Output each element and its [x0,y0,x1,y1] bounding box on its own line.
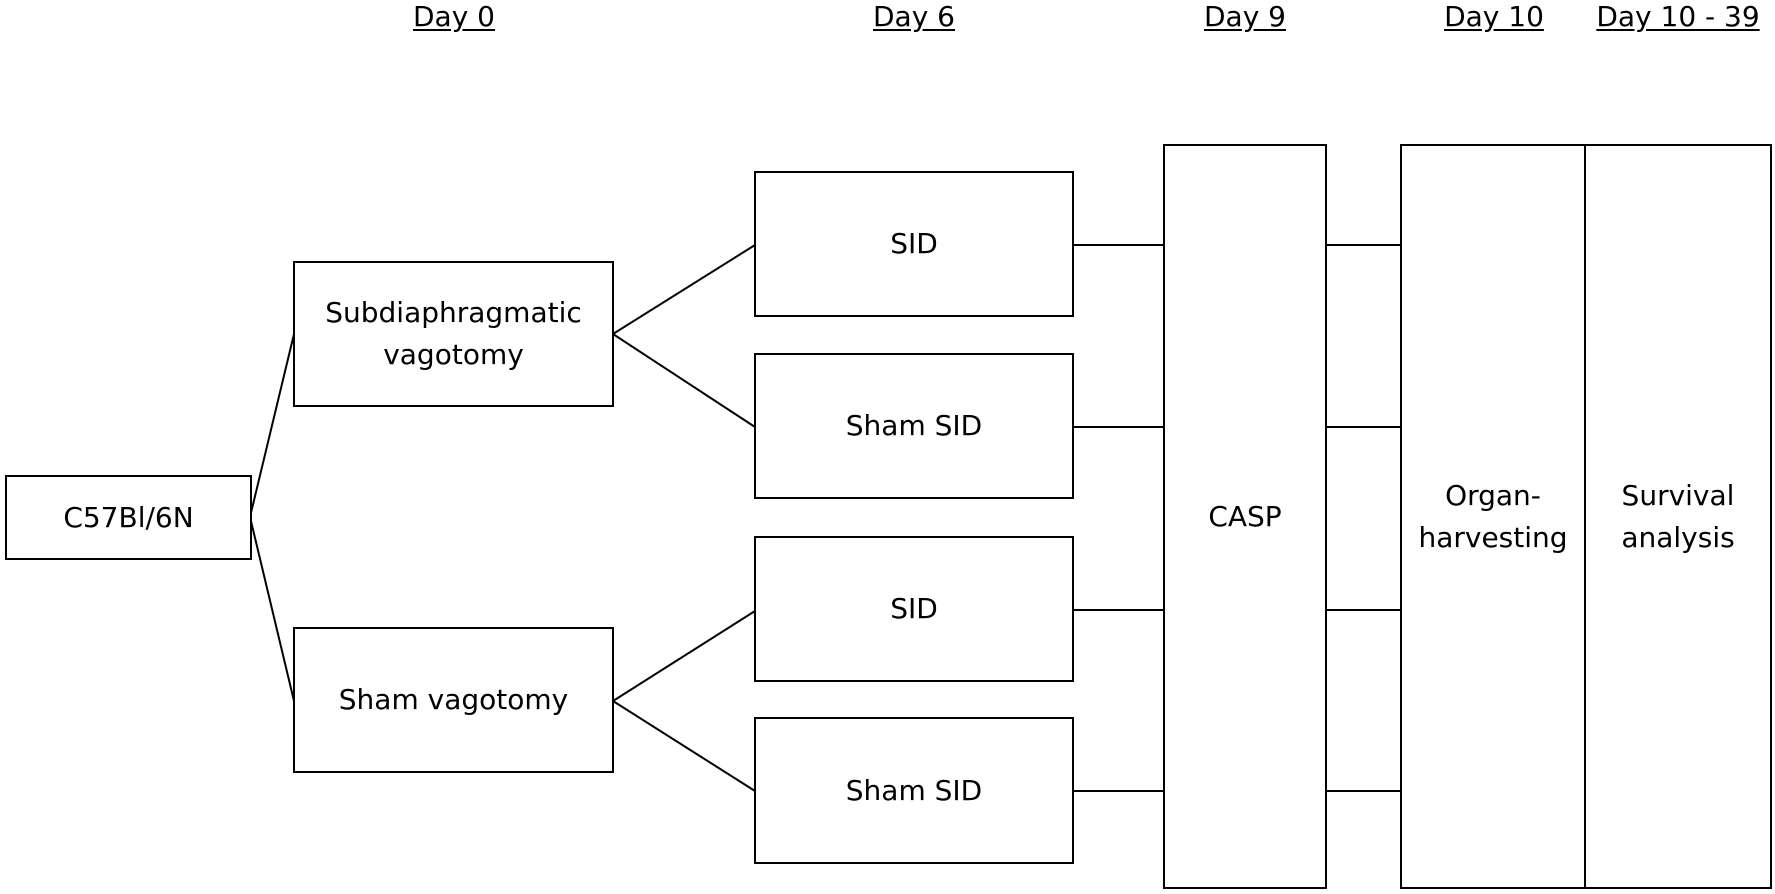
casp-box: CASP [1163,144,1327,889]
survival-analysis-box: Survival analysis [1584,144,1772,889]
sham-sid-box-1: Sham SID [754,353,1074,499]
connector-strain-to-sham-vagotomy [249,516,295,702]
connector-subdiaphragmatic-to-sham-sid-1 [612,333,756,428]
connector-sham-vagotomy-to-sid-2 [612,610,756,702]
connector-subdiaphragmatic-to-sid-1 [612,244,756,335]
sid-box-2: SID [754,536,1074,682]
connector-strain-to-subdiaphragmatic [249,333,295,518]
connector-sham-vagotomy-to-sham-sid-2 [612,700,756,792]
sham-vagotomy-box: Sham vagotomy [293,627,614,773]
sham-sid-box-2: Sham SID [754,717,1074,864]
sid-box-1: SID [754,171,1074,317]
organ-harvesting-box: Organ- harvesting [1400,144,1586,889]
day-9-label: Day 9 [1203,0,1287,33]
day-10-label: Day 10 [1444,0,1544,33]
day-10-39-label: Day 10 - 39 [1596,0,1760,33]
day-6-label: Day 6 [872,0,956,33]
day-0-label: Day 0 [412,0,496,33]
subdiaphragmatic-vagotomy-box: Subdiaphragmatic vagotomy [293,261,614,407]
strain-box: C57Bl/6N [5,475,252,560]
